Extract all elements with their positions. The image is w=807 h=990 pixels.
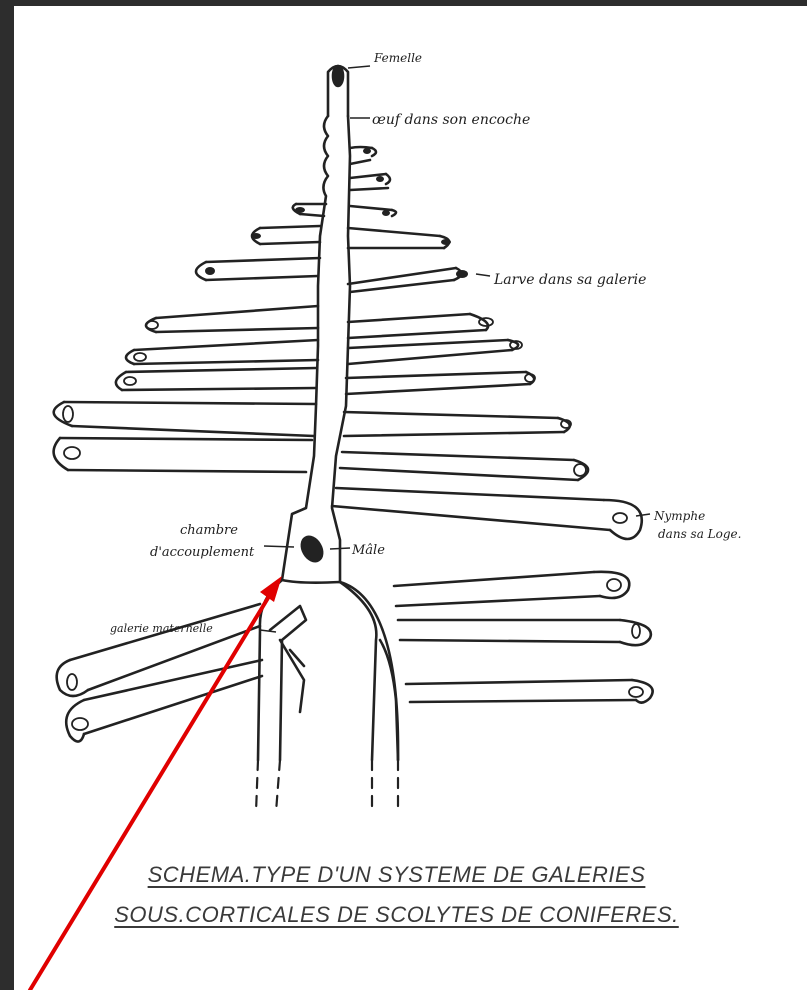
dashed-extensions [256, 760, 398, 812]
female-beetle [333, 66, 343, 86]
annotation-arrow-head [260, 576, 282, 602]
label-femelle: Femelle [373, 51, 422, 65]
caption-line-1: SCHEMA.TYPE D'UN SYSTEME DE GALERIES [0, 862, 793, 888]
label-nymphe-1: Nymphe [653, 509, 705, 523]
label-oeuf: œuf dans son encoche [372, 112, 530, 128]
left-larval-galleries [60, 204, 326, 734]
label-galerie: galerie maternelle [110, 622, 213, 635]
label-chambre-1: chambre [180, 523, 238, 538]
right-larvae [363, 148, 468, 278]
maternal-gallery-left-wall [282, 116, 328, 580]
lower-branch-fork [270, 606, 306, 760]
male-beetle [298, 533, 327, 565]
label-nymphe-2: dans sa Loge. [658, 527, 741, 541]
annotation-arrow-line [30, 598, 268, 990]
caption-line-2: SOUS.CORTICALES DE SCOLYTES DE CONIFERES… [0, 902, 793, 928]
center-branch [380, 640, 398, 760]
label-male: Mâle [351, 543, 385, 558]
right-lower-branch [340, 582, 376, 760]
label-chambre-2: d'accouplement [150, 545, 255, 560]
label-larve: Larve dans sa galerie [493, 272, 646, 288]
